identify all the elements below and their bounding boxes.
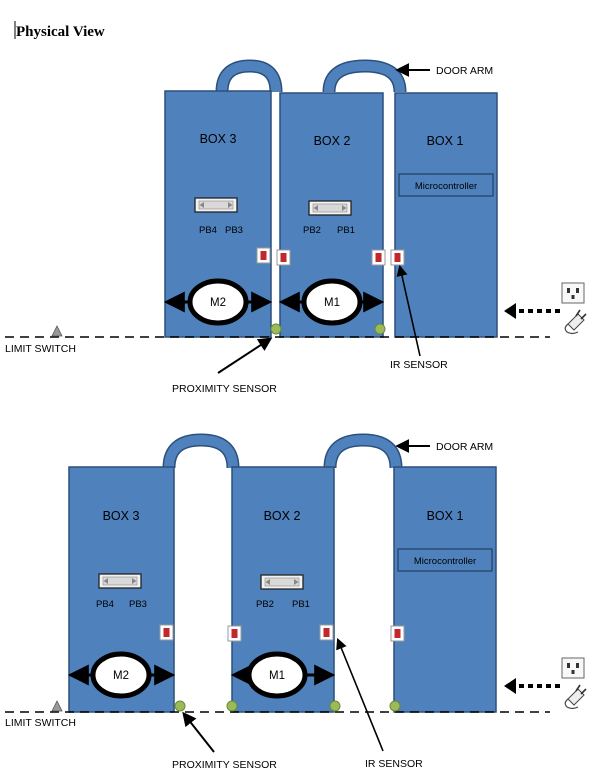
motor-m1 <box>301 278 363 326</box>
box-1 <box>394 92 498 338</box>
limit-switch-label: LIMIT SWITCH <box>5 343 76 355</box>
motor-m1 <box>246 651 308 699</box>
ir-sensor-arrow <box>336 637 384 752</box>
arrow-icon <box>504 303 516 319</box>
motor-m1-label: M1 <box>269 670 285 682</box>
ir-sensor-icon <box>390 625 405 642</box>
pb4-label: PB4 <box>199 225 217 236</box>
page-title: Physical View <box>16 24 105 40</box>
ir-sensor-icon <box>319 624 334 641</box>
arrow-icon <box>504 678 516 694</box>
motor-m2 <box>187 278 249 326</box>
limit-switch-icon <box>51 325 63 337</box>
proximity-sensor-icon <box>174 700 186 712</box>
box-1-label: BOX 1 <box>427 509 464 523</box>
power-socket-icon <box>561 657 585 679</box>
motor-m2 <box>90 651 152 699</box>
push-button-icon <box>98 573 142 589</box>
ir-sensor-icon <box>159 624 174 641</box>
box-3-label: BOX 3 <box>200 132 237 146</box>
power-plug-icon <box>564 684 587 710</box>
microcontroller-label: Microcontroller <box>415 181 477 192</box>
power-plug-icon <box>564 309 587 335</box>
pb2-label: PB2 <box>303 225 321 236</box>
box-1-label: BOX 1 <box>427 134 464 148</box>
box-3-label: BOX 3 <box>103 509 140 523</box>
ir-sensor-icon <box>256 247 271 264</box>
microcontroller-label: Microcontroller <box>414 556 476 567</box>
microcontroller <box>397 548 493 572</box>
ir-sensor-label: IR SENSOR <box>390 359 448 371</box>
top-view: BOX 3 BOX 2 BOX 1 Microcontroller PB4 PB… <box>5 59 587 395</box>
proximity-sensor-icon <box>226 700 238 712</box>
motor-m1-label: M1 <box>324 297 340 309</box>
ir-sensor-icon <box>390 249 405 266</box>
door-arm-label: DOOR ARM <box>436 441 493 453</box>
ir-sensor-icon <box>371 249 386 266</box>
pb2-label: PB2 <box>256 599 274 610</box>
limit-switch-label: LIMIT SWITCH <box>5 717 76 729</box>
proximity-sensor-label: PROXIMITY SENSOR <box>172 383 277 395</box>
proximity-sensor-icon <box>389 700 401 712</box>
ir-sensor-label: IR SENSOR <box>365 758 423 770</box>
proximity-sensor-icon <box>374 323 386 335</box>
pb1-label: PB1 <box>292 599 310 610</box>
pb4-label: PB4 <box>96 599 114 610</box>
box-1 <box>393 466 497 713</box>
proximity-sensor-label: PROXIMITY SENSOR <box>172 759 277 771</box>
pb1-label: PB1 <box>337 225 355 236</box>
push-button-icon <box>308 200 352 216</box>
ir-sensor-icon <box>227 625 242 642</box>
push-button-icon <box>194 197 238 213</box>
proximity-sensor-arrow <box>182 711 215 753</box>
ir-sensor-icon <box>276 249 291 266</box>
pb3-label: PB3 <box>225 225 243 236</box>
box-2-label: BOX 2 <box>264 509 301 523</box>
push-button-icon <box>260 574 304 590</box>
motor-m2-label: M2 <box>210 297 226 309</box>
bottom-view: BOX 3 BOX 2 BOX 1 Microcontroller PB4 PB… <box>5 433 587 771</box>
box-2-label: BOX 2 <box>314 134 351 148</box>
ir-sensor-arrow <box>396 264 421 357</box>
power-socket-icon <box>561 282 585 304</box>
pb3-label: PB3 <box>129 599 147 610</box>
motor-m2-label: M2 <box>113 670 129 682</box>
proximity-sensor-icon <box>270 323 282 335</box>
proximity-sensor-arrow <box>217 337 273 374</box>
microcontroller <box>398 173 494 197</box>
door-arm-label: DOOR ARM <box>436 65 493 77</box>
proximity-sensor-icon <box>329 700 341 712</box>
limit-switch-icon <box>51 700 63 712</box>
